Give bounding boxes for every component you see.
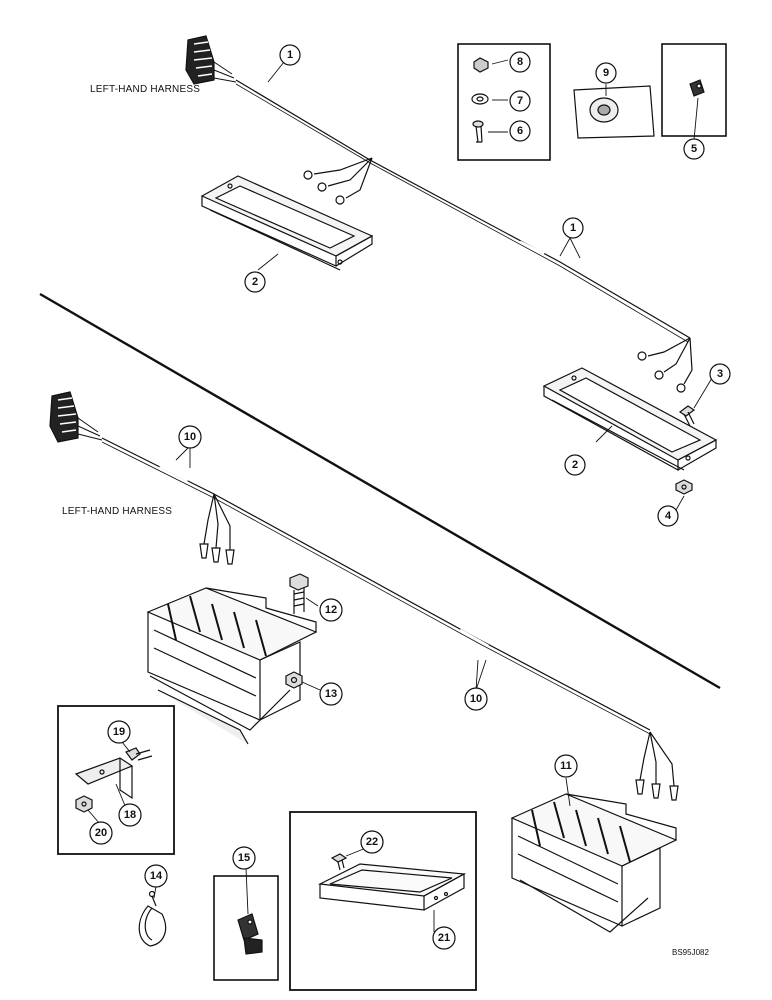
lens-kit-box [289, 811, 477, 991]
callout-5: 5 [691, 143, 697, 155]
lamp-assembly-upper [200, 175, 374, 271]
callout-3: 3 [717, 368, 723, 380]
washer-part-7 [471, 93, 489, 105]
callout-8: 8 [517, 56, 523, 68]
nut-part-8 [473, 57, 489, 73]
lower-harness-connector [49, 391, 103, 443]
callout-13: 13 [325, 688, 337, 700]
callout-2-right: 2 [572, 459, 578, 471]
callout-10-right: 10 [470, 693, 482, 705]
lamp-assembly-right [542, 367, 718, 472]
callout-10-left: 10 [184, 431, 196, 443]
callout-11: 11 [560, 760, 572, 772]
hardware-kit-box [457, 43, 551, 161]
screw-part-3 [678, 405, 696, 427]
callout-9: 9 [603, 67, 609, 79]
upper-harness-wire [235, 79, 691, 343]
screw-part-6 [472, 120, 484, 143]
callout-22: 22 [366, 836, 378, 848]
bracket-part-18 [74, 757, 134, 800]
upper-harness-connector [185, 35, 237, 85]
bolt-part-19 [125, 747, 153, 761]
lower-terminal-branch-1 [199, 493, 235, 565]
callout-4: 4 [665, 510, 672, 522]
callout-1-upper: 1 [287, 49, 293, 61]
grommet-part-9 [573, 85, 655, 139]
callout-14: 14 [150, 870, 163, 882]
callout-19: 19 [113, 726, 125, 738]
section-divider-line [39, 292, 721, 690]
callout-circles [89, 44, 731, 950]
tail-lamp-bracket-right [510, 793, 678, 933]
screw-part-22 [330, 853, 348, 871]
leader-lines [87, 59, 713, 932]
nut-part-13 [285, 671, 303, 689]
mount-kit-box [57, 705, 175, 855]
callout-7: 7 [517, 95, 523, 107]
callout-15: 15 [238, 852, 250, 864]
harness-label-upper: LEFT-HAND HARNESS [90, 84, 200, 95]
clamp-part-15 [237, 913, 263, 955]
nut-part-20 [75, 795, 93, 813]
clip-part-5 [689, 79, 705, 97]
strap-part-14 [138, 890, 167, 947]
upper-terminal-branch-1 [303, 157, 373, 205]
callout-12: 12 [325, 604, 337, 616]
lens-part-21 [317, 863, 466, 911]
lower-harness-wire [101, 437, 651, 735]
callout-20: 20 [95, 827, 107, 839]
bolt-part-12 [289, 573, 309, 614]
lower-terminal-branch-2 [635, 731, 679, 801]
tail-lamp-bracket-left [146, 587, 318, 745]
figure-code: BS95J082 [672, 948, 709, 957]
callout-21: 21 [438, 932, 450, 944]
callout-1-middle: 1 [570, 222, 576, 234]
callout-18: 18 [124, 809, 136, 821]
callout-6: 6 [517, 125, 523, 137]
callout-2-upper: 2 [252, 276, 258, 288]
harness-label-lower: LEFT-HAND HARNESS [62, 506, 172, 517]
nut-part-4 [675, 479, 693, 495]
upper-terminal-branch-2 [637, 337, 693, 393]
